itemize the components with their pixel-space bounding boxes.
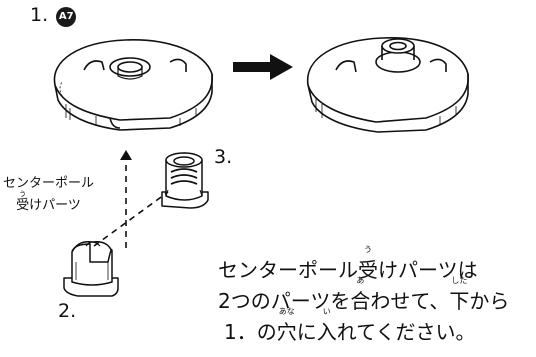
instruction-line-3: 1．の穴あなに入いれてください。 <box>218 307 509 348</box>
base-part-after <box>306 37 469 133</box>
side-label-uke-ruby: う <box>19 190 27 198</box>
ruby-i: 入い <box>316 307 337 345</box>
ruby-ana: 穴あな <box>276 307 297 345</box>
side-label: センターポール 受うけパーツ <box>3 176 94 214</box>
step-3-label: 3. <box>214 146 233 168</box>
step-1-badge: A7 <box>56 7 77 27</box>
ruby-uke: 受う <box>358 245 378 283</box>
arrow-right <box>233 54 293 80</box>
center-pole-receiver <box>161 152 209 209</box>
ruby-awa: 合あ <box>350 276 371 314</box>
up-arrowhead <box>120 150 132 160</box>
step-1-number: 1. <box>30 4 49 26</box>
insert-piece <box>63 240 119 297</box>
base-part-before <box>53 39 213 131</box>
step-2-label: 2. <box>58 300 77 322</box>
assembly-guide-diagonal <box>93 191 169 247</box>
side-label-uke: 受う <box>16 190 30 213</box>
side-label-rest: けパーツ <box>29 198 81 213</box>
step-1-label: 1. A7 <box>30 4 77 27</box>
instruction-line-1: センターポール受うけパーツは <box>218 245 509 286</box>
instruction-line-2: 2つのパーツを合あわせて、下したから <box>218 276 509 317</box>
side-label-line2: 受うけパーツ <box>3 190 94 214</box>
instruction-text: センターポール受うけパーツは 2つのパーツを合あわせて、下したから 1．の穴あな… <box>218 245 509 348</box>
ruby-shita: 下した <box>449 276 470 314</box>
side-label-line1: センターポール <box>3 176 95 191</box>
